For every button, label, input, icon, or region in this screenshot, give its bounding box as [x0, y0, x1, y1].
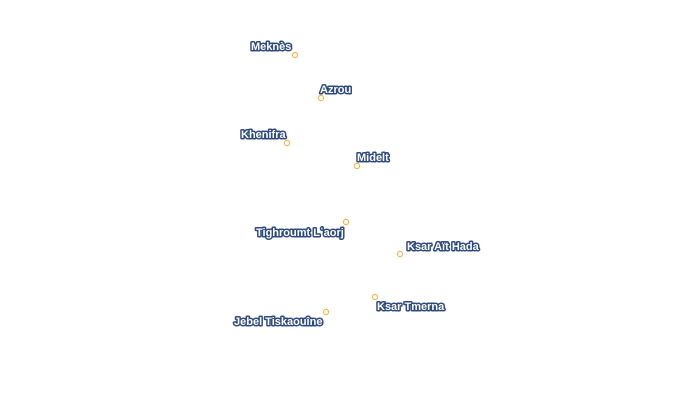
place-ksar-tmerna[interactable]: Ksar Tmerna: [371, 293, 447, 315]
place-marker[interactable]: [353, 162, 361, 170]
place-tighroumt[interactable]: Tighroumt Lʿaorj: [255, 218, 350, 241]
place-label: Azrou: [320, 84, 351, 96]
place-marker[interactable]: [371, 293, 379, 301]
place-midelt[interactable]: Midelt: [353, 151, 391, 170]
place-marker[interactable]: [322, 308, 330, 316]
place-label: Meknès: [251, 41, 291, 53]
place-azrou[interactable]: Azrou: [317, 83, 353, 102]
place-khenifra[interactable]: Khenifra: [240, 128, 291, 147]
place-label: Ksar Aït Hada: [407, 241, 480, 253]
place-marker[interactable]: [291, 51, 299, 59]
place-label: Jebel Tiskaouîne: [234, 316, 322, 328]
place-jebel-tiskaouine[interactable]: Jebel Tiskaouîne: [233, 308, 330, 330]
place-marker[interactable]: [396, 250, 404, 258]
place-label: Midelt: [357, 152, 389, 164]
place-label: Tighroumt Lʿaorj: [256, 227, 344, 239]
place-meknes[interactable]: Meknès: [250, 40, 299, 59]
place-marker[interactable]: [342, 218, 350, 226]
place-marker[interactable]: [317, 94, 325, 102]
place-marker[interactable]: [283, 139, 291, 147]
place-ksar-ait-hada[interactable]: Ksar Aït Hada: [396, 240, 481, 258]
place-label: Khenifra: [241, 129, 287, 141]
place-label: Ksar Tmerna: [377, 301, 445, 313]
